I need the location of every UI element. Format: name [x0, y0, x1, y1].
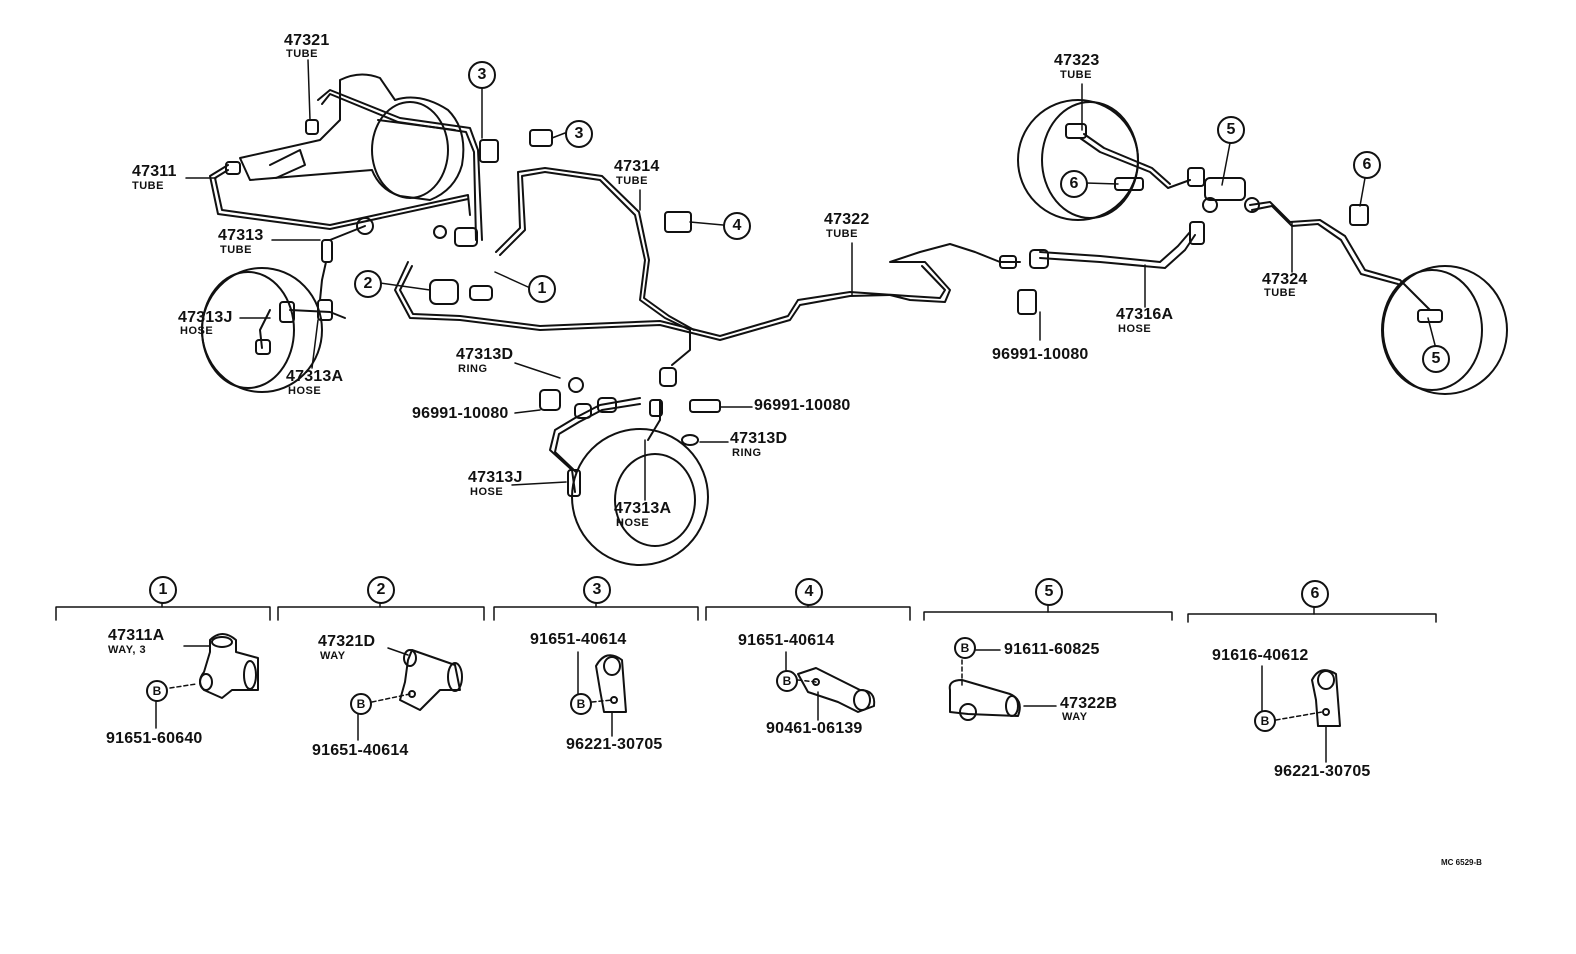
- callout-6-clamp-right[interactable]: 6: [1353, 151, 1381, 179]
- rear-right-brake-drum: [1381, 265, 1508, 395]
- detail-1-part-number[interactable]: 47311A: [108, 627, 165, 644]
- detail-6-bolt[interactable]: 91616-40612: [1212, 647, 1309, 664]
- tube-47311-line: [209, 164, 471, 230]
- detail-3-bolt-marker: B: [570, 693, 592, 715]
- detail-6-bolt-marker: B: [1254, 710, 1276, 732]
- tube-47314-label[interactable]: 47314: [614, 158, 660, 175]
- hose-47313J-front-left-type: HOSE: [180, 325, 214, 337]
- detail-1-part-desc: WAY, 3: [108, 644, 147, 656]
- callout-5-rear-right[interactable]: 5: [1422, 345, 1450, 373]
- front-left-brake-disc: [201, 267, 323, 393]
- callout-6-clamp-left[interactable]: 6: [1060, 170, 1088, 198]
- detail-4-clamp: [785, 651, 876, 721]
- tube-47324-line: [1249, 201, 1431, 311]
- hose-47313J-front-right-type: HOSE: [470, 486, 504, 498]
- tube-47321-label[interactable]: 47321: [284, 32, 330, 49]
- detail-1-three-way: [155, 633, 259, 729]
- detail-1-bolt[interactable]: 91651-60640: [106, 730, 203, 747]
- detail-5-part-desc: WAY: [1062, 711, 1088, 723]
- detail-4-index[interactable]: 4: [795, 578, 823, 606]
- hose-47316A-label[interactable]: 47316A: [1116, 306, 1174, 323]
- front-left-hose-line: [259, 309, 346, 349]
- detail-2-part-number[interactable]: 47321D: [318, 633, 376, 650]
- detail-3-bolt[interactable]: 91651-40614: [530, 631, 627, 648]
- detail-3-index[interactable]: 3: [583, 576, 611, 604]
- hose-47313A-front-right-type: HOSE: [616, 517, 650, 529]
- detail-4-bolt[interactable]: 91651-40614: [738, 632, 835, 649]
- callout-4-clamp[interactable]: 4: [723, 212, 751, 240]
- clip-96991-center-label[interactable]: 96991-10080: [754, 397, 851, 414]
- ring-47313D-right-type: RING: [732, 447, 762, 459]
- detail-brackets: [55, 599, 1437, 623]
- tube-47321-line: [317, 89, 483, 241]
- hose-47313J-front-left-label[interactable]: 47313J: [178, 309, 233, 326]
- tube-47323-line: [1079, 133, 1191, 189]
- tube-47311-label[interactable]: 47311: [132, 163, 177, 180]
- ring-47313D-left-type: RING: [458, 363, 488, 375]
- detail-3-clamp: [577, 651, 627, 737]
- detail-2-bolt-marker: B: [350, 693, 372, 715]
- clip-96991-right-label[interactable]: 96991-10080: [992, 346, 1089, 363]
- tube-47313-type: TUBE: [220, 244, 252, 256]
- detail-1-index[interactable]: 1: [149, 576, 177, 604]
- tube-47323-label[interactable]: 47323: [1054, 52, 1100, 69]
- callout-3-main[interactable]: 3: [468, 61, 496, 89]
- hose-47316A-type: HOSE: [1118, 323, 1152, 335]
- callout-3-clamp[interactable]: 3: [565, 120, 593, 148]
- tube-47313-line: [319, 225, 366, 301]
- detail-2-way: [357, 647, 463, 741]
- ring-47313D-right-label[interactable]: 47313D: [730, 430, 788, 447]
- callout-1-three-way[interactable]: 1: [528, 275, 556, 303]
- detail-2-part-desc: WAY: [320, 650, 346, 662]
- detail-1-bolt-marker: B: [146, 680, 168, 702]
- tube-47324-type: TUBE: [1264, 287, 1296, 299]
- detail-2-bolt[interactable]: 91651-40614: [312, 742, 409, 759]
- tube-47322-type: TUBE: [826, 228, 858, 240]
- detail-4-bolt-marker: B: [776, 670, 798, 692]
- rear-left-brake-drum: [1017, 99, 1139, 221]
- callout-5-way-rear[interactable]: 5: [1217, 116, 1245, 144]
- hose-47313J-front-right-label[interactable]: 47313J: [468, 469, 523, 486]
- callout-2-way[interactable]: 2: [354, 270, 382, 298]
- front-right-brake-disc: [571, 428, 709, 566]
- detail-5-bolt-marker: B: [954, 637, 976, 659]
- hose-47313A-front-right-label[interactable]: 47313A: [614, 500, 672, 517]
- ring-47313D-left-label[interactable]: 47313D: [456, 346, 514, 363]
- tube-47323-type: TUBE: [1060, 69, 1092, 81]
- hose-47313A-front-left-label[interactable]: 47313A: [286, 368, 344, 385]
- tube-47313-label[interactable]: 47313: [218, 227, 264, 244]
- detail-5-index[interactable]: 5: [1035, 578, 1063, 606]
- detail-4-clamp[interactable]: 90461-06139: [766, 720, 863, 737]
- detail-5-way: [948, 649, 1057, 721]
- detail-2-index[interactable]: 2: [367, 576, 395, 604]
- detail-3-clamp[interactable]: 96221-30705: [566, 736, 663, 753]
- fittings: [225, 119, 1443, 497]
- clip-96991-left-label[interactable]: 96991-10080: [412, 405, 509, 422]
- detail-5-part-number[interactable]: 47322B: [1060, 695, 1118, 712]
- tube-47324-label[interactable]: 47324: [1262, 271, 1308, 288]
- detail-6-clamp[interactable]: 96221-30705: [1274, 763, 1371, 780]
- hose-47313A-front-left-type: HOSE: [288, 385, 322, 397]
- detail-6-clamp: [1261, 665, 1341, 763]
- tube-47311-type: TUBE: [132, 180, 164, 192]
- detail-6-index[interactable]: 6: [1301, 580, 1329, 608]
- tube-47314-line: [495, 167, 695, 366]
- tube-47322-line: [394, 243, 1021, 341]
- tube-47321-type: TUBE: [286, 48, 318, 60]
- leader-lines: [185, 59, 1436, 501]
- hose-47316A-line: [1039, 231, 1196, 269]
- tube-47322-label[interactable]: 47322: [824, 211, 870, 228]
- drawing-code: MC 6529-B: [1441, 858, 1482, 867]
- detail-5-bolt[interactable]: 91611-60825: [1004, 641, 1100, 658]
- tube-47314-type: TUBE: [616, 175, 648, 187]
- master-cylinder-booster: [239, 73, 465, 201]
